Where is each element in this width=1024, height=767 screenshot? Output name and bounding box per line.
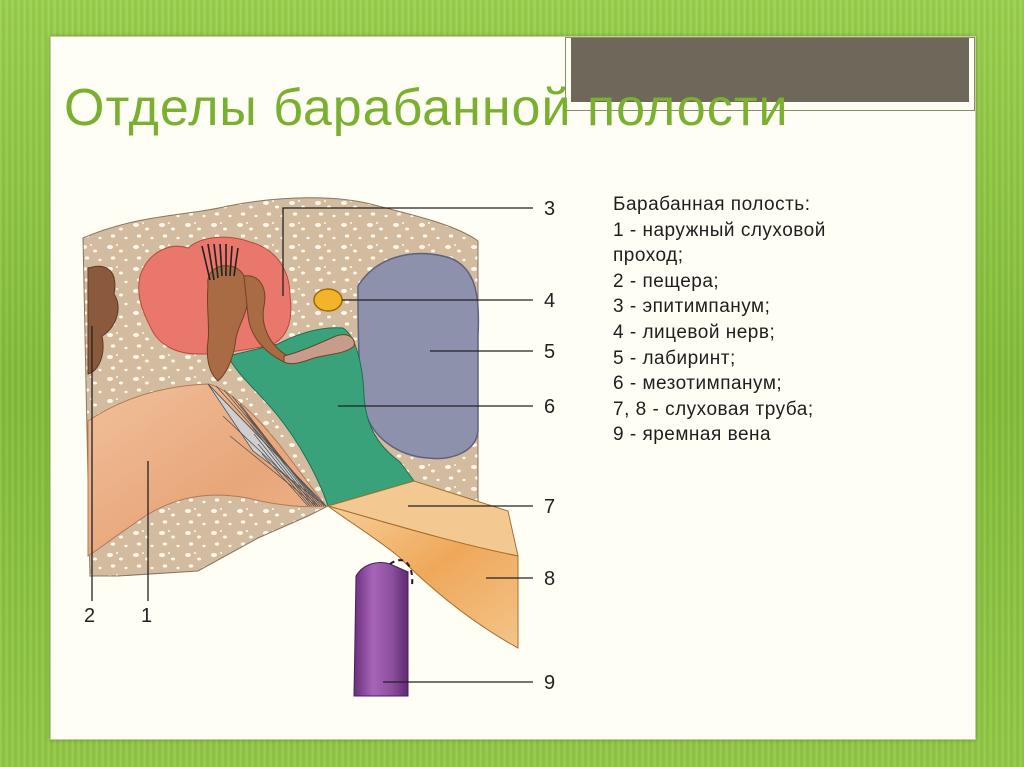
legend-item: 3 - эпитимпанум; [613, 296, 771, 318]
legend-item: 1 - наружный слуховой [613, 219, 826, 241]
jugular-vein-shape [353, 562, 409, 697]
figure-label-6: 6 [544, 396, 555, 418]
labyrinth-shape [357, 252, 480, 460]
figure-label-3: 3 [544, 198, 555, 220]
figure-label-2: 2 [84, 605, 95, 627]
figure-label-7: 7 [544, 496, 555, 518]
legend-item: 4 - лицевой нерв; [613, 321, 776, 343]
figure-label-5: 5 [544, 341, 555, 363]
incus-process [243, 275, 289, 363]
ossicle-ligaments [201, 243, 239, 281]
jugular-vein-dashed-outline [389, 559, 414, 587]
figure-label-9: 9 [544, 672, 555, 694]
slide-title: Отделы барабанной полости [64, 79, 789, 137]
slide [50, 36, 976, 740]
auditory-tube-lower [327, 505, 519, 649]
legend-item: 7, 8 - слуховая труба; [613, 398, 814, 420]
mesotympanum-shape [227, 327, 415, 507]
stapes [283, 334, 355, 365]
tympanic-membrane [207, 383, 327, 507]
leader-lines [91, 207, 533, 683]
figure-label-8: 8 [544, 568, 555, 590]
legend-item: 2 - пещера; [613, 270, 720, 292]
facial-nerve-shape [313, 288, 343, 312]
leader-line-3 [282, 207, 533, 296]
legend-item: 9 - яремная вена [613, 424, 772, 446]
legend-item: 6 - мезотимпанум; [613, 373, 783, 395]
legend-item: проход; [613, 245, 684, 267]
figure-label-4: 4 [544, 290, 555, 312]
legend: Барабанная полость: 1 - наружный слухово… [613, 192, 953, 448]
legend-item: 5 - лабиринт; [613, 347, 736, 369]
legend-heading: Барабанная полость: [613, 194, 811, 215]
mastoid-antrum [87, 265, 119, 375]
title-decoration [565, 37, 975, 111]
ear-diagram-svg: 3 4 5 6 7 8 9 2 1 [82, 197, 555, 697]
figure-label-1: 1 [141, 605, 152, 627]
ear-diagram: 3 4 5 6 7 8 9 2 1 [78, 176, 578, 731]
title-decoration-fill [571, 38, 969, 102]
